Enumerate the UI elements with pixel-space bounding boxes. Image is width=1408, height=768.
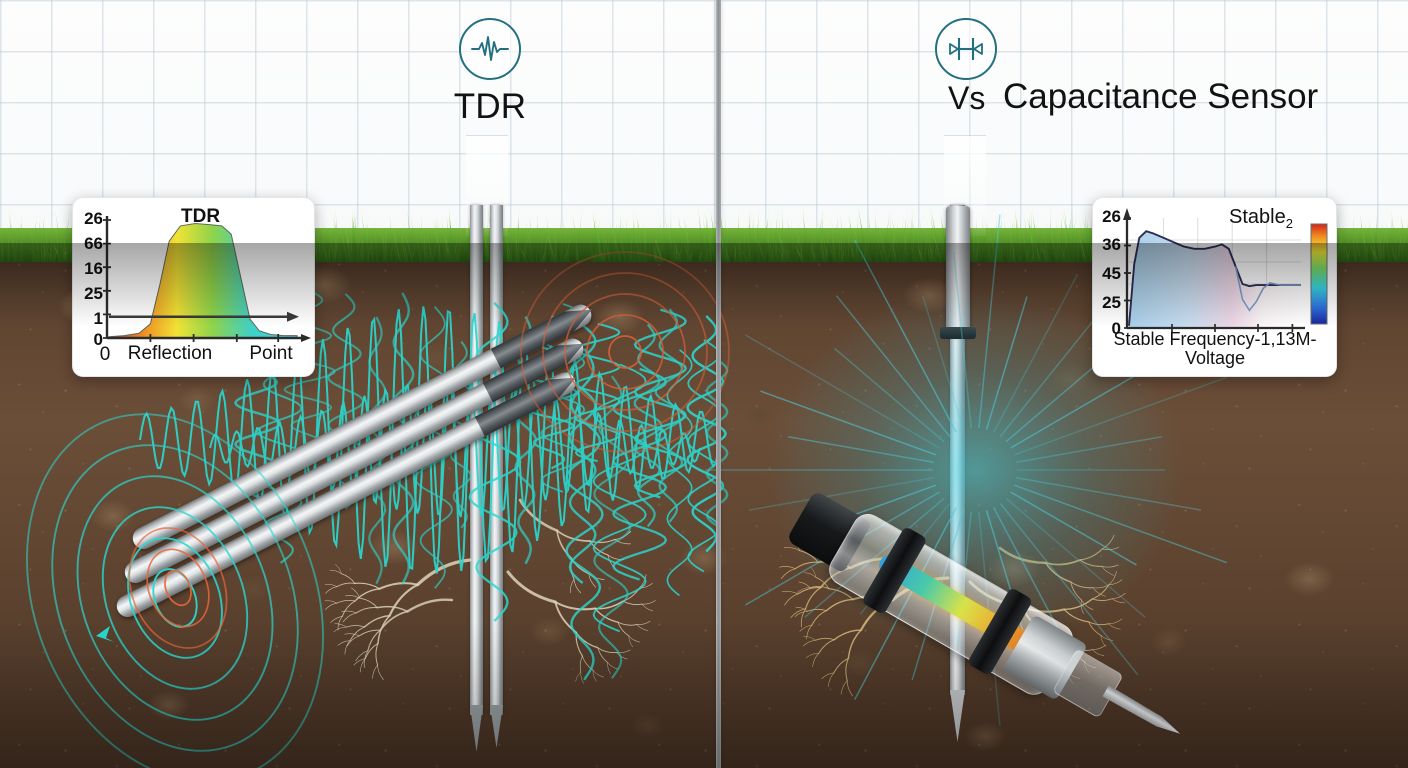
tdr-vertical-rod-2 xyxy=(490,205,503,715)
tdr-chart-card: TDR 26 66 16 25 1 0 0 Reflection Point xyxy=(72,197,315,377)
tdr-ytick-1: 66 xyxy=(72,234,103,254)
tdr-header: TDR xyxy=(430,18,550,127)
tdr-ytick-4: 1 xyxy=(72,309,103,329)
panel-divider xyxy=(716,0,721,768)
tdr-ytick-2: 16 xyxy=(72,259,103,279)
tdr-xlabel-part-1: Reflection xyxy=(115,343,225,365)
cap-ytick-0: 26 xyxy=(1092,207,1121,227)
capacitance-xlabel: Stable Frequency-1,13M-Voltage xyxy=(1097,330,1333,368)
capacitance-chart-title: Stable2 xyxy=(1229,206,1293,231)
cap-ytick-3: 25 xyxy=(1092,293,1121,313)
vs-text: Vs xyxy=(948,80,985,116)
waveform-pulse-icon xyxy=(459,18,521,80)
tdr-xtick-0: 0 xyxy=(93,344,117,366)
tdr-header-label: TDR xyxy=(454,87,527,127)
capacitance-title-text: Stable xyxy=(1229,206,1286,228)
tdr-vertical-rod-1 xyxy=(470,205,483,715)
tdr-chart-title: TDR xyxy=(181,206,220,228)
capacitance-title-sub: 2 xyxy=(1286,216,1293,231)
cap-ytick-2: 45 xyxy=(1092,264,1121,284)
vs-label: Vs xyxy=(948,80,985,117)
capacitor-plates-icon xyxy=(935,18,997,80)
capacitance-header-icon-wrap xyxy=(937,18,995,80)
tdr-ytick-0: 26 xyxy=(72,209,103,229)
capacitance-probe-head xyxy=(946,206,970,336)
capacitance-chart-card: Stable2 26 36 45 25 0 Stable Frequency-1… xyxy=(1092,197,1337,377)
cap-ytick-1: 36 xyxy=(1092,235,1121,255)
tdr-ytick-3: 25 xyxy=(72,284,103,304)
waveform-pulse-glyph xyxy=(470,34,510,64)
capacitance-header-label: Capacitance Sensor xyxy=(1003,77,1318,117)
capacitor-plates-glyph xyxy=(945,34,987,64)
tdr-xlabel-part-2: Point xyxy=(233,343,309,365)
capacitance-probe-collar xyxy=(940,327,976,339)
